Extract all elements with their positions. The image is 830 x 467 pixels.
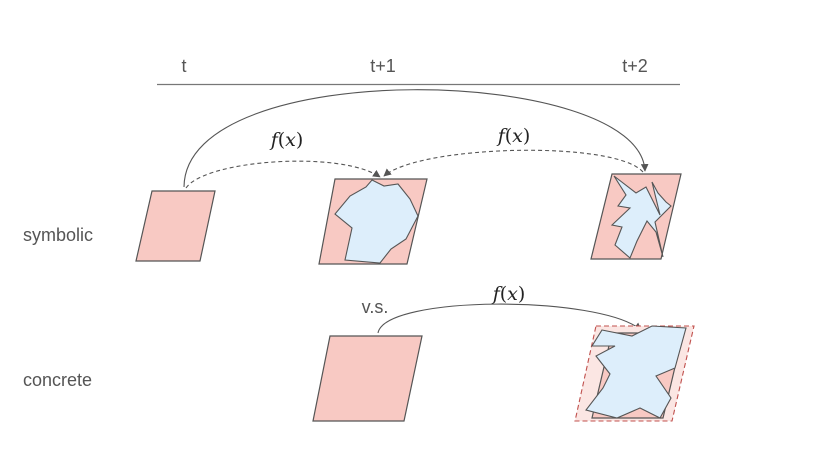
row-label-concrete: concrete <box>23 370 92 390</box>
function-label-1: f(x) <box>269 129 304 151</box>
dashed-arrow-t-to-t1 <box>185 160 381 189</box>
row-label-symbolic: symbolic <box>23 225 93 245</box>
symbolic-blob-t2 <box>610 175 672 259</box>
symbolic-blob-t1 <box>334 179 419 264</box>
time-label-t-plus-1: t+1 <box>370 56 396 76</box>
function-label-3: f(x) <box>491 283 526 305</box>
symbolic-shape-t <box>135 190 216 262</box>
concrete-shape-t1 <box>312 335 423 422</box>
time-label-t: t <box>181 56 186 76</box>
dashed-arrow-t2-to-t1 <box>383 149 644 177</box>
concrete-blob-t2 <box>585 325 687 419</box>
vs-label: v.s. <box>362 297 389 317</box>
arrow-t-to-t2 <box>183 89 649 188</box>
time-label-t-plus-2: t+2 <box>622 56 648 76</box>
function-label-2: f(x) <box>496 125 531 147</box>
arrow-concrete-t1-to-t2 <box>377 303 642 334</box>
